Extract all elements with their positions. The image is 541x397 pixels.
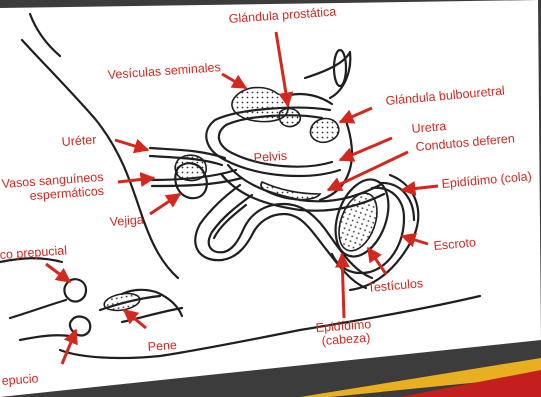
bulbourethral-gland [310,119,338,143]
label-prepucio: epucio [1,371,39,388]
vesicle-left-blob [175,155,206,180]
prostate-gland [279,109,300,127]
label-pene: Pene [147,338,177,354]
label-ureter: Uréter [61,133,97,149]
label-vejiga: Vejiga [109,213,144,229]
label-pelvis: Pelvis [253,149,287,165]
arrow-epididimo-cabeza [342,254,344,318]
